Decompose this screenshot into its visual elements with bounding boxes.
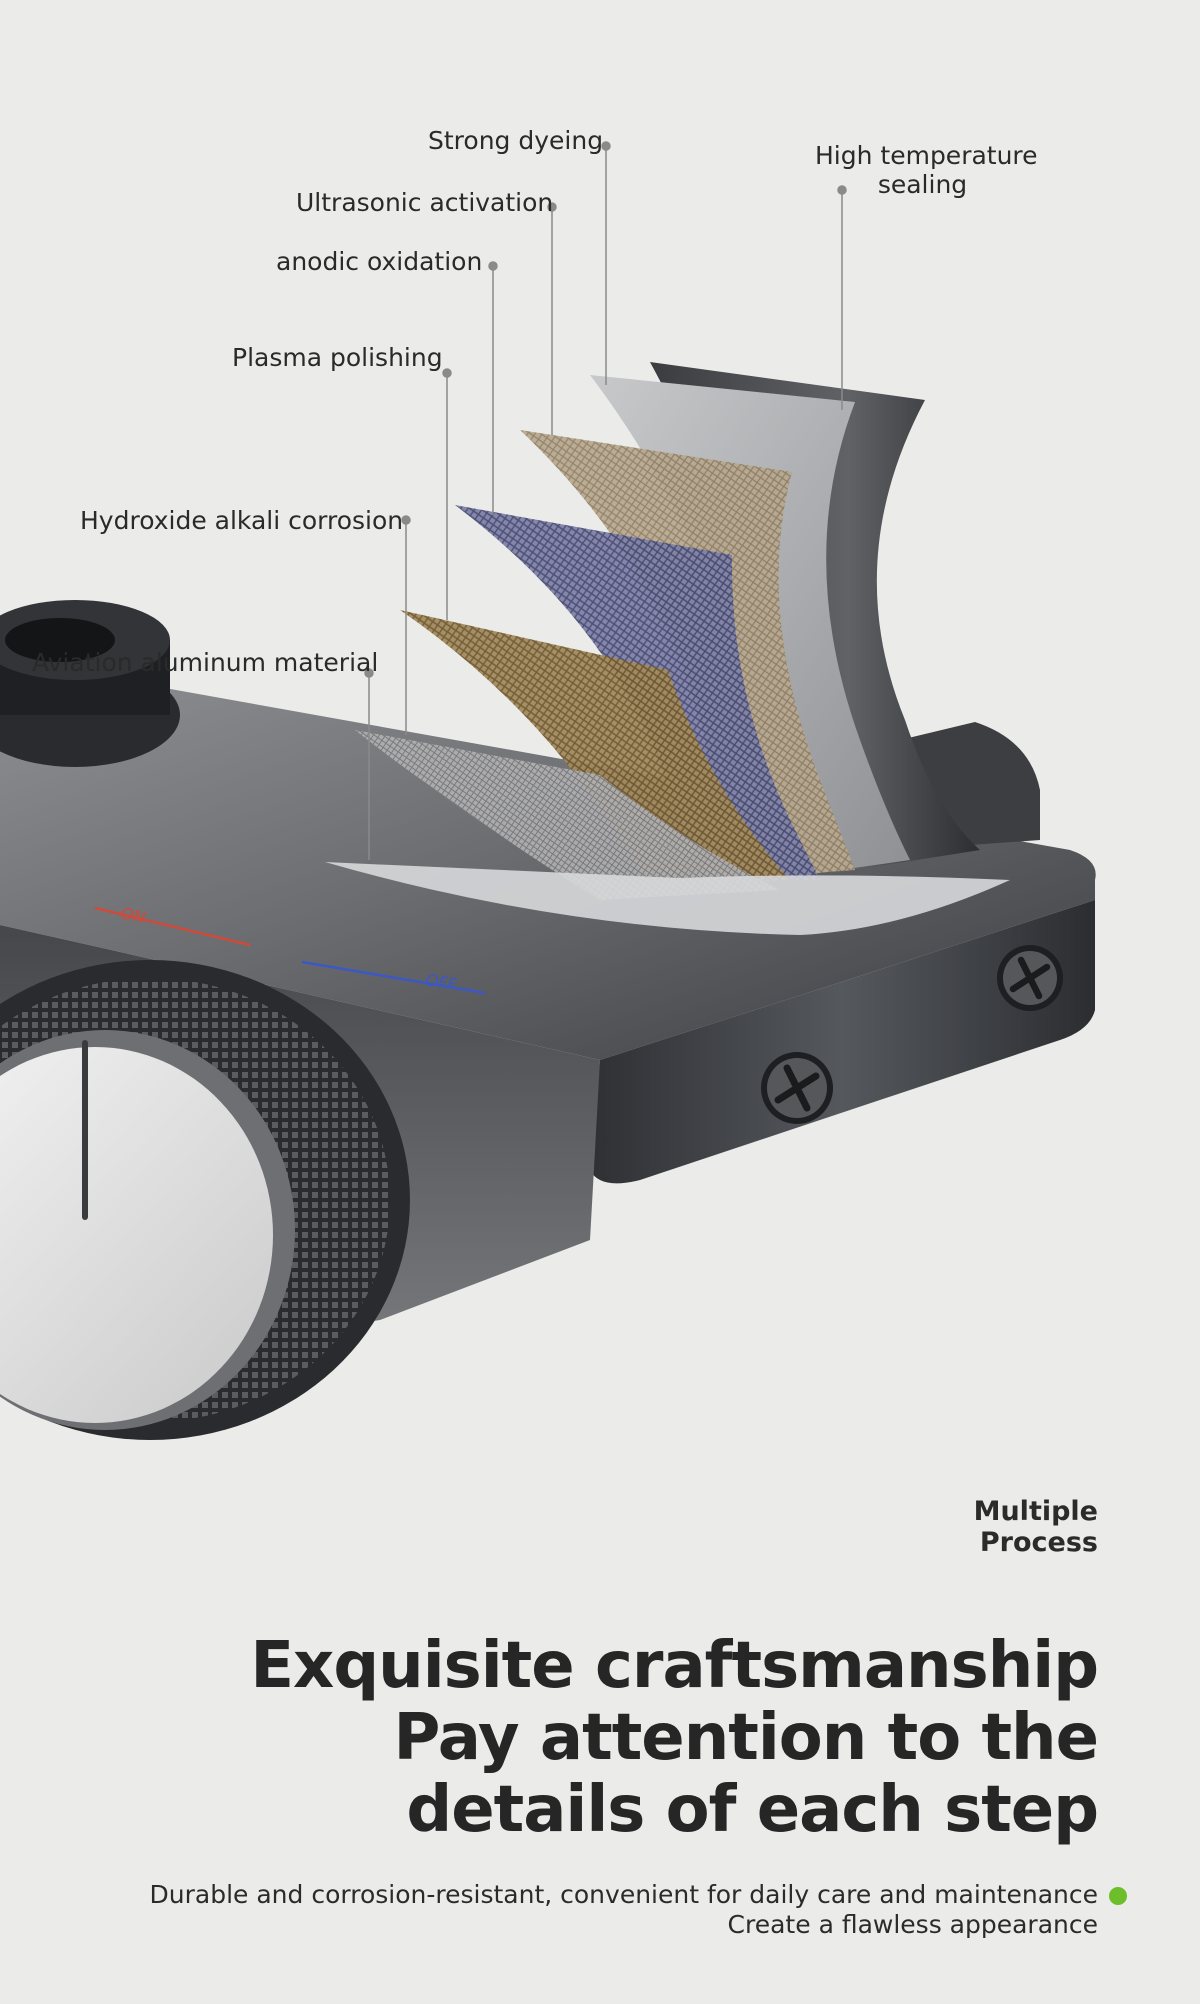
headline-line3: details of each step (406, 1773, 1099, 1847)
subtext-line2: Create a flawless appearance (727, 1910, 1098, 1939)
valve-body-front (590, 900, 1095, 1184)
subtext-line1: Durable and corrosion-resistant, conveni… (149, 1880, 1098, 1909)
headline-line2: Pay attention to the (393, 1701, 1099, 1775)
callout-ultrasonic-activation: Ultrasonic activation (296, 188, 554, 217)
screw-icon (761, 1052, 833, 1124)
callout-anodic-oxidation: anodic oxidation (276, 247, 483, 276)
control-knob (0, 960, 410, 1440)
callout-high-temperature-line1: High temperature (815, 141, 1038, 170)
multiple-process-badge: Multiple Process (974, 1496, 1098, 1558)
headline: Exquisite craftsmanship Pay attention to… (250, 1629, 1099, 1847)
layer-mesh-grey (355, 730, 780, 900)
badge-line1: Multiple (973, 1496, 1098, 1527)
callout-aviation-aluminum-material: Aviation aluminum material (32, 648, 379, 677)
headline-line1: Exquisite craftsmanship (250, 1629, 1099, 1703)
valve-body-top (0, 680, 1096, 1060)
on-label: ON (119, 903, 147, 927)
callout-high-temperature-line2: sealing (877, 169, 968, 199)
badge-line2: Process (979, 1527, 1098, 1559)
callout-plasma-polishing: Plasma polishing (232, 343, 443, 372)
callout-strong-dyeing: Strong dyeing (428, 126, 604, 155)
callout-leaders (364, 141, 847, 860)
layer-base-sheet (325, 862, 1010, 935)
layer-mesh-gold (400, 610, 790, 890)
subtext: Durable and corrosion-resistant, conveni… (150, 1880, 1098, 1940)
callout-hydroxide-alkali-corrosion: Hydroxide alkali corrosion (80, 506, 404, 535)
callout-high-temperature-sealing: High temperature sealing (815, 141, 1038, 200)
green-dot-icon (1109, 1887, 1127, 1905)
screw-icon (997, 945, 1063, 1011)
on-line (94, 906, 251, 947)
off-line (301, 960, 486, 995)
